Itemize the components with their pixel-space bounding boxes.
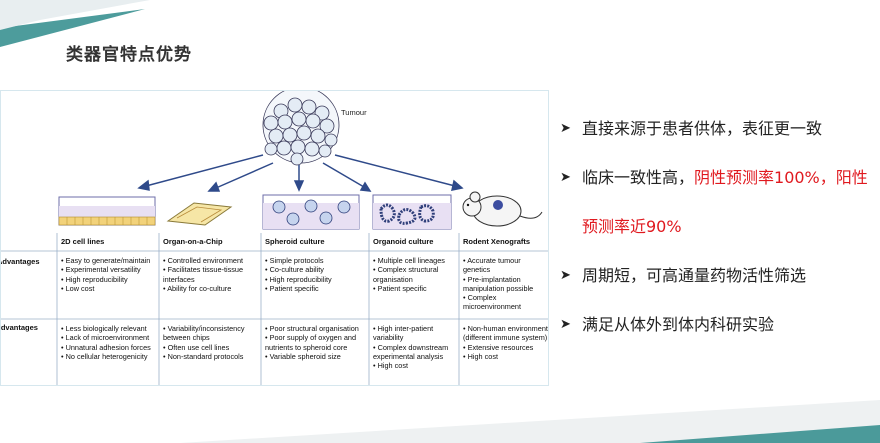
bullet-item: ➤ 直接来源于患者供体，表征更一致 bbox=[560, 104, 878, 153]
list-item: Simple protocols bbox=[265, 256, 369, 265]
2d-cell-lines-illustration bbox=[58, 196, 156, 226]
arrows bbox=[137, 154, 464, 192]
list-item: Less biologically relevant bbox=[61, 324, 159, 333]
arrow-bullet-icon: ➤ bbox=[560, 268, 571, 283]
column-header-organoid: Organoid culture bbox=[373, 237, 434, 246]
organoid-culture-illustration bbox=[372, 194, 452, 230]
list-item: Non-standard protocols bbox=[163, 352, 261, 361]
list-item: Accurate tumour genetics bbox=[463, 256, 548, 275]
bullet-item: ➤ 周期短，可高通量药物活性筛选 bbox=[560, 251, 878, 300]
list-item: Co-culture ability bbox=[265, 265, 369, 274]
bullet-highlight-text: 阴性预测率100%，阳性预测率近90% bbox=[582, 168, 868, 236]
comparison-figure: Tumour 2D cell lines Organ-on-a-Chip Sph… bbox=[0, 90, 549, 386]
arrow-bullet-icon: ➤ bbox=[560, 121, 571, 136]
bullet-text: 直接来源于患者供体，表征更一致 bbox=[582, 119, 823, 138]
bullet-text: 周期短，可高通量药物活性筛选 bbox=[582, 266, 807, 285]
list-item: No cellular heterogenicity bbox=[61, 352, 159, 361]
list-item: Experimental versatility bbox=[61, 265, 159, 274]
column-header-2d-cell-lines: 2D cell lines bbox=[61, 237, 105, 246]
list-item: Patient specific bbox=[373, 284, 459, 293]
arrow-bullet-icon: ➤ bbox=[560, 317, 571, 332]
list-item: Extensive resources bbox=[463, 343, 548, 352]
list-item: Easy to generate/maintain bbox=[61, 256, 159, 265]
cell-spheroid-advantages: Simple protocols Co-culture ability High… bbox=[265, 256, 369, 293]
row-label-advantages: Advantages bbox=[0, 257, 40, 266]
list-item: Poor structural organisation bbox=[265, 324, 369, 333]
list-item: Complex microenvironment bbox=[463, 293, 548, 312]
cell-organoid-disadvantages: High inter-patient variability Complex d… bbox=[373, 324, 459, 370]
list-item: High cost bbox=[463, 352, 548, 361]
column-header-spheroid: Spheroid culture bbox=[265, 237, 325, 246]
column-header-xenografts: Rodent Xenografts bbox=[463, 237, 531, 246]
list-item: Non-human environment (different immune … bbox=[463, 324, 548, 343]
list-item: Often use cell lines bbox=[163, 343, 261, 352]
cell-spheroid-disadvantages: Poor structural organisation Poor supply… bbox=[265, 324, 369, 361]
feature-bullet-list: ➤ 直接来源于患者供体，表征更一致 ➤ 临床一致性高，阴性预测率100%，阳性预… bbox=[560, 104, 878, 349]
slide-title: 类器官特点优势 bbox=[66, 45, 192, 65]
cell-organoid-advantages: Multiple cell lineages Complex structura… bbox=[373, 256, 459, 293]
bullet-text: 满足从体外到体内科研实验 bbox=[582, 315, 775, 334]
cell-chip-advantages: Controlled environment Facilitates tissu… bbox=[163, 256, 261, 293]
list-item: Ability for co-culture bbox=[163, 284, 261, 293]
column-header-organ-on-chip: Organ-on-a-Chip bbox=[163, 237, 223, 246]
list-item: High inter-patient variability bbox=[373, 324, 459, 343]
tumour-label: Tumour bbox=[341, 108, 367, 117]
row-label-disadvantages: Disadvantages bbox=[0, 323, 38, 332]
cell-2d-advantages: Easy to generate/maintain Experimental v… bbox=[61, 256, 159, 293]
cell-chip-disadvantages: Variability/inconsistency between chips … bbox=[163, 324, 261, 361]
list-item: Controlled environment bbox=[163, 256, 261, 265]
table-grid bbox=[1, 233, 548, 385]
list-item: Variability/inconsistency between chips bbox=[163, 324, 261, 343]
list-item: High reproducibility bbox=[61, 275, 159, 284]
list-item: Poor supply of oxygen and nutrients to s… bbox=[265, 333, 369, 352]
rodent-xenograft-illustration bbox=[462, 191, 543, 227]
list-item: Pre-implantation manipulation possible bbox=[463, 275, 548, 294]
list-item: High cost bbox=[373, 361, 459, 370]
tumour-cell-cluster bbox=[262, 91, 340, 166]
cell-2d-disadvantages: Less biologically relevant Lack of micro… bbox=[61, 324, 159, 361]
list-item: Lack of microenvironment bbox=[61, 333, 159, 342]
list-item: Variable spheroid size bbox=[265, 352, 369, 361]
bullet-item: ➤ 满足从体外到体内科研实验 bbox=[560, 300, 878, 349]
arrow-bullet-icon: ➤ bbox=[560, 170, 571, 185]
list-item: High reproducibility bbox=[265, 275, 369, 284]
list-item: Low cost bbox=[61, 284, 159, 293]
organ-on-chip-illustration bbox=[166, 202, 233, 226]
list-item: Facilitates tissue-tissue interfaces bbox=[163, 265, 261, 284]
cell-xenograft-disadvantages: Non-human environment (different immune … bbox=[463, 324, 548, 361]
list-item: Patient specific bbox=[265, 284, 369, 293]
cell-xenograft-advantages: Accurate tumour genetics Pre-implantatio… bbox=[463, 256, 548, 312]
bullet-text: 临床一致性高， bbox=[582, 168, 695, 187]
spheroid-culture-illustration bbox=[262, 194, 360, 230]
list-item: Unnatural adhesion forces bbox=[61, 343, 159, 352]
bullet-item: ➤ 临床一致性高，阴性预测率100%，阳性预测率近90% bbox=[560, 153, 878, 251]
list-item: Complex structural organisation bbox=[373, 265, 459, 284]
list-item: Multiple cell lineages bbox=[373, 256, 459, 265]
figure-illustration bbox=[1, 91, 548, 385]
list-item: Complex downstream experimental analysis bbox=[373, 343, 459, 362]
